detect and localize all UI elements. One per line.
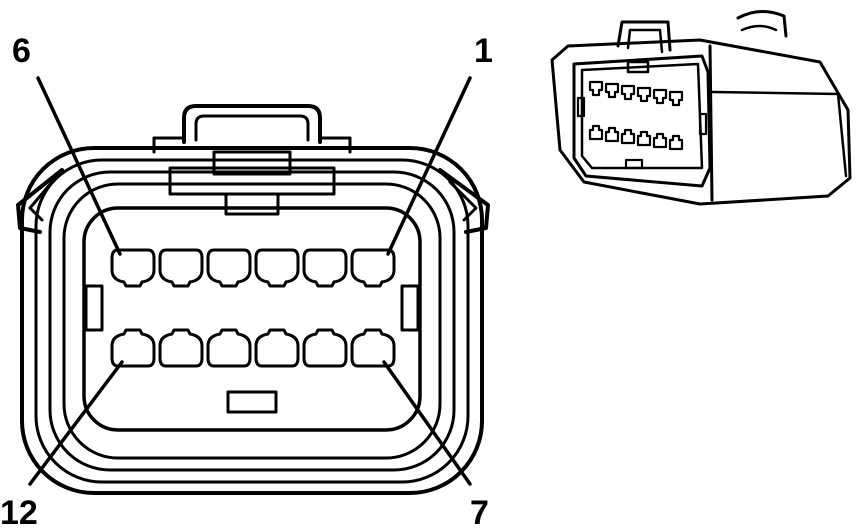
leader-line-6 — [36, 76, 122, 256]
leader-line-7 — [382, 360, 472, 486]
pin-label-6: 6 — [12, 32, 31, 70]
pin-label-7: 7 — [470, 494, 489, 532]
pin-label-1: 1 — [474, 32, 493, 70]
pin-label-12: 12 — [0, 494, 38, 532]
leader-line-1 — [386, 76, 472, 256]
connector-face-icon — [16, 76, 490, 495]
leader-line-12 — [28, 360, 124, 486]
connector-perspective-icon — [550, 10, 852, 206]
